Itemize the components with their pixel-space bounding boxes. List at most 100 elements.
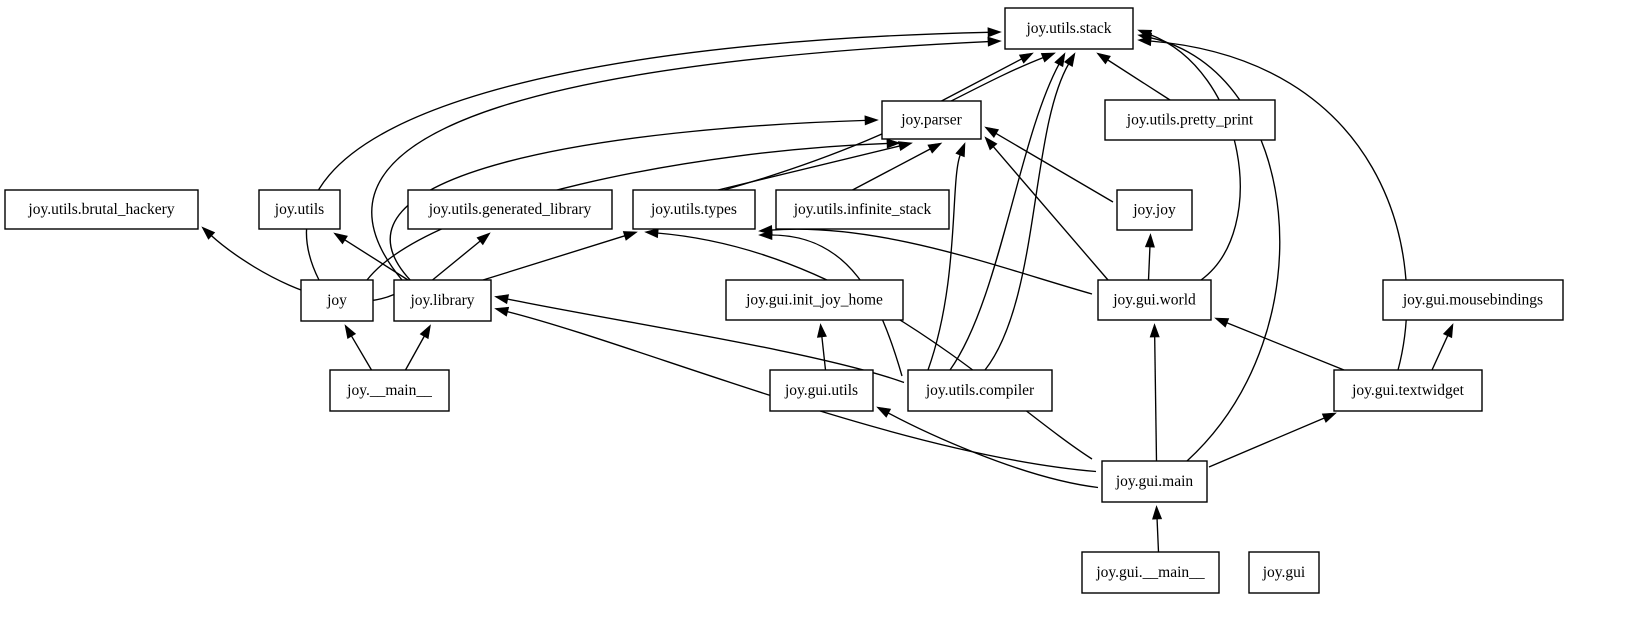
node-label: joy.__main__ <box>346 382 432 399</box>
node-label: joy.utils.stack <box>1025 20 1111 37</box>
graph-node-mousebindings[interactable]: joy.gui.mousebindings <box>1382 279 1564 321</box>
edge-arrowhead <box>1442 323 1454 339</box>
node-box[interactable] <box>632 189 756 230</box>
edges-layer <box>201 27 1454 553</box>
node-box[interactable] <box>1101 460 1208 503</box>
node-box[interactable] <box>300 279 374 322</box>
edge-compiler-types <box>770 234 903 377</box>
node-box[interactable] <box>1382 279 1564 321</box>
edge-compiler-stack-b <box>984 63 1070 371</box>
node-label: joy.parser <box>900 112 962 129</box>
node-box[interactable] <box>1104 99 1276 141</box>
node-label: joy.utils.types <box>650 201 737 218</box>
graph-node-gui__main__[interactable]: joy.gui.__main__ <box>1081 551 1220 594</box>
edge-arrowhead <box>201 226 216 240</box>
node-label: joy.library <box>410 292 475 309</box>
edge-arrowhead <box>1040 52 1056 63</box>
node-box[interactable] <box>407 189 613 230</box>
graph-node-init_joy_home[interactable]: joy.gui.init_joy_home <box>725 279 904 321</box>
edge-arrowhead <box>1054 52 1066 68</box>
node-label: joy.utils <box>274 201 324 218</box>
edge-arrowhead <box>864 115 879 126</box>
edge-infinitestack-parser <box>852 148 932 191</box>
edge-guimainmodule-guimain <box>1156 517 1160 553</box>
edge-arrowhead <box>622 231 638 241</box>
edge-types-parser <box>717 145 901 191</box>
node-box[interactable] <box>769 369 874 412</box>
edge-textwidget-world <box>1225 321 1345 371</box>
graph-node-pretty_print[interactable]: joy.utils.pretty_print <box>1104 99 1276 141</box>
graph-node-joy_main[interactable]: joy.__main__ <box>329 369 450 412</box>
node-label: joy.utils.compiler <box>925 382 1035 399</box>
edge-arrowhead <box>1152 505 1163 520</box>
edge-arrowhead <box>984 126 1000 139</box>
node-box[interactable] <box>775 189 950 230</box>
edge-arrowhead <box>1018 52 1034 64</box>
node-label: joy.utils.pretty_print <box>1126 112 1254 129</box>
graph-node-parser[interactable]: joy.parser <box>881 100 982 140</box>
node-label: joy.utils.generated_library <box>428 201 592 218</box>
edge-arrowhead <box>494 306 510 317</box>
edge-joy-stack <box>305 31 990 281</box>
node-box[interactable] <box>258 189 341 230</box>
node-box[interactable] <box>393 279 492 322</box>
edge-prettyprint-stack <box>1106 58 1171 101</box>
node-box[interactable] <box>1248 551 1320 594</box>
edge-arrowhead <box>333 232 348 245</box>
graph-node-joyjoy[interactable]: joy.joy <box>1116 189 1193 231</box>
graph-node-brutal_hackery[interactable]: joy.utils.brutal_hackery <box>4 189 199 230</box>
node-box[interactable] <box>907 369 1053 412</box>
edge-library-stack <box>371 40 990 281</box>
edge-arrowhead <box>758 229 773 241</box>
edge-guimain-textwidget <box>1208 417 1326 468</box>
graph-node-utils[interactable]: joy.utils <box>258 189 341 230</box>
node-box[interactable] <box>329 369 450 412</box>
node-box[interactable] <box>881 100 982 140</box>
graph-node-gui_utils[interactable]: joy.gui.utils <box>769 369 874 412</box>
edge-arrowhead <box>886 138 901 149</box>
edge-arrowhead <box>1063 52 1076 68</box>
edge-guimain-stack <box>1149 36 1281 462</box>
node-box[interactable] <box>1081 551 1220 594</box>
graph-node-joy[interactable]: joy <box>300 279 374 322</box>
edge-joymain-joy <box>350 334 373 371</box>
nodes-layer: joy.utils.stack joy.parser joy.utils.prett… <box>4 7 1564 594</box>
graph-node-generated_library[interactable]: joy.utils.generated_library <box>407 189 613 230</box>
node-label: joy.gui.main <box>1115 473 1194 490</box>
graph-node-infinite_stack[interactable]: joy.utils.infinite_stack <box>775 189 950 230</box>
node-box[interactable] <box>1116 189 1193 231</box>
node-label: joy.gui.mousebindings <box>1402 292 1543 309</box>
edge-world-parser <box>992 145 1109 281</box>
node-label: joy.gui.utils <box>784 382 858 399</box>
edge-library-utils <box>343 238 409 281</box>
edge-world-stack <box>1149 33 1241 281</box>
edge-library-parser <box>389 119 867 285</box>
graph-node-gui[interactable]: joy.gui <box>1248 551 1320 594</box>
edge-arrowhead <box>419 324 431 340</box>
graph-node-library[interactable]: joy.library <box>393 279 492 322</box>
edge-textwidget-mousebindings <box>1431 334 1449 371</box>
node-box[interactable] <box>1333 369 1483 412</box>
edge-guiutils-initjoyhome <box>821 335 827 371</box>
node-box[interactable] <box>4 189 199 230</box>
node-box[interactable] <box>1004 7 1134 50</box>
graph-node-textwidget[interactable]: joy.gui.textwidget <box>1333 369 1483 412</box>
edge-arrowhead <box>494 294 510 305</box>
graph-node-types[interactable]: joy.utils.types <box>632 189 756 230</box>
edge-arrowhead <box>927 142 943 154</box>
node-label: joy.gui.init_joy_home <box>745 292 883 309</box>
edge-compiler-stack-a <box>949 63 1060 371</box>
node-label: joy.utils.brutal_hackery <box>27 201 174 218</box>
graph-node-gui_main[interactable]: joy.gui.main <box>1101 460 1208 503</box>
graph-node-world[interactable]: joy.gui.world <box>1097 279 1212 321</box>
edge-arrowhead <box>1144 233 1155 248</box>
node-box[interactable] <box>1097 279 1212 321</box>
node-label: joy <box>326 292 347 309</box>
graph-node-stack[interactable]: joy.utils.stack <box>1004 7 1134 50</box>
node-box[interactable] <box>725 279 904 321</box>
edge-arrowhead <box>984 136 998 151</box>
edge-arrowhead <box>1096 52 1111 65</box>
edge-library-types <box>482 234 626 281</box>
graph-node-compiler[interactable]: joy.utils.compiler <box>907 369 1053 412</box>
node-label: joy.gui.textwidget <box>1351 382 1464 399</box>
